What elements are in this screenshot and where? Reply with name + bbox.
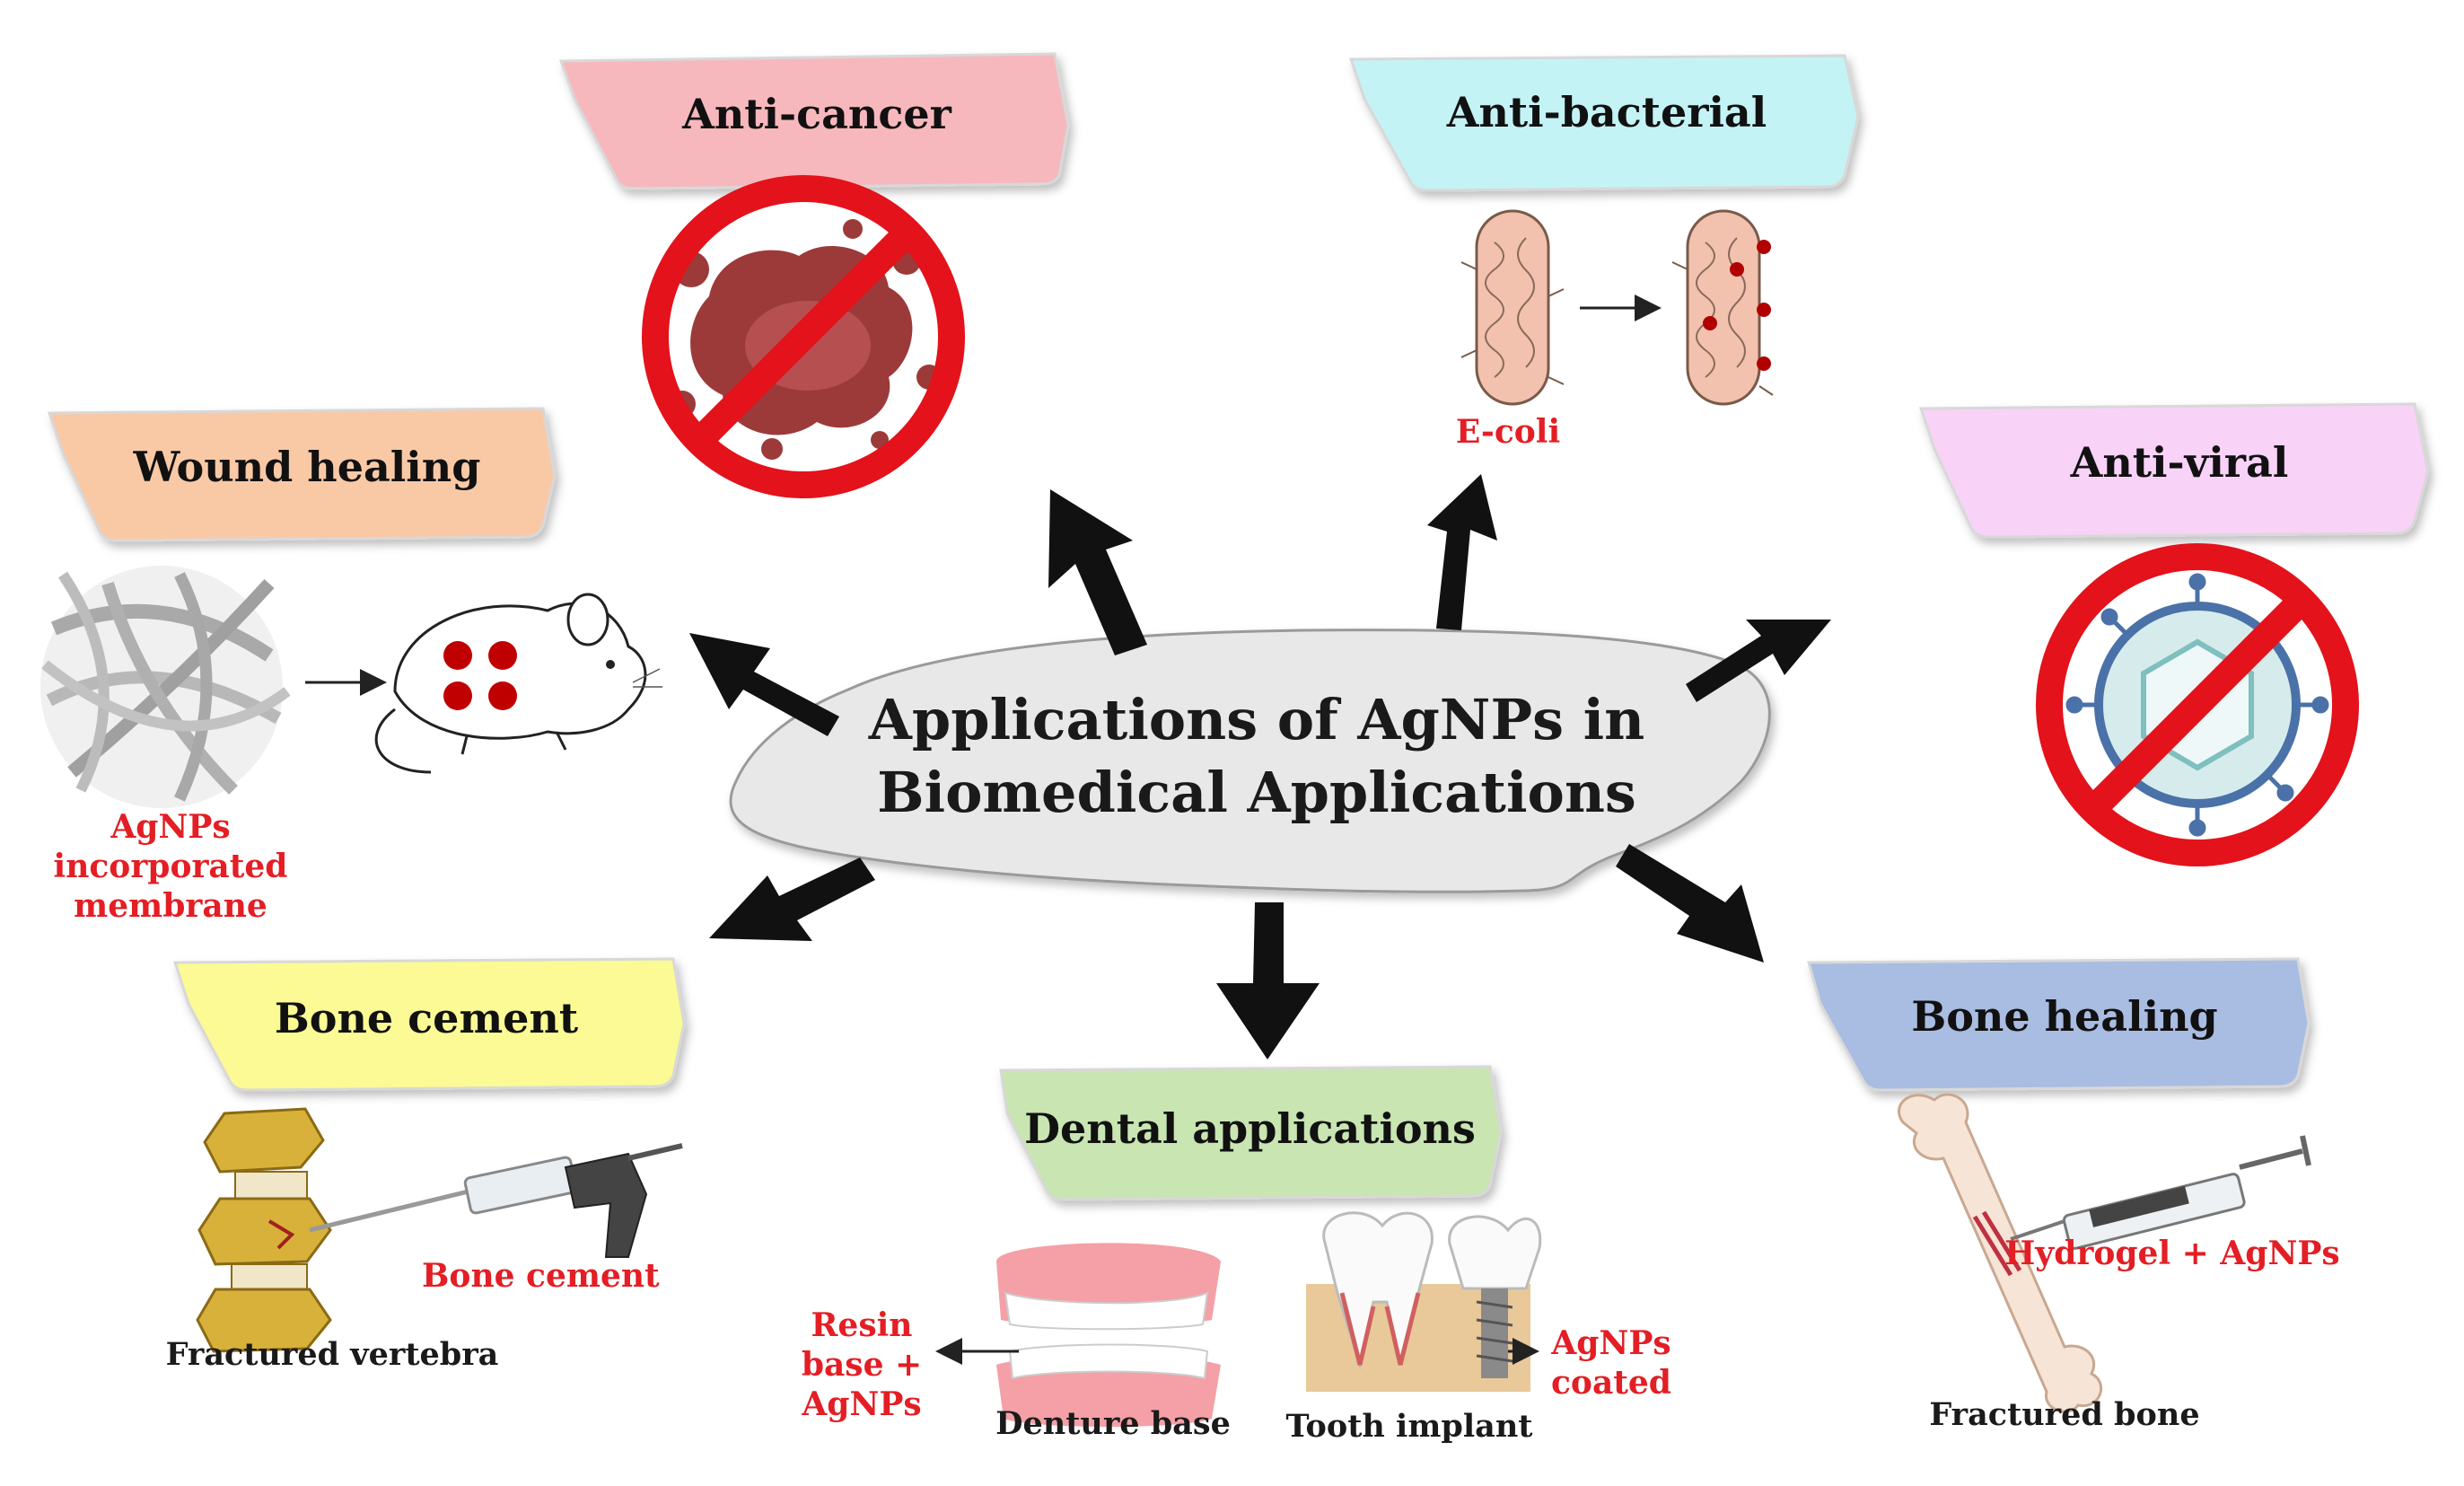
- resin-base-label: Resin base + AgNPs: [790, 1306, 934, 1425]
- membrane-label-line-2: incorporated: [53, 847, 288, 885]
- tooth-implant-icon: [1306, 1211, 1542, 1392]
- hydrogel-agnps-label: Hydrogel + AgNPs: [2004, 1235, 2340, 1272]
- wound-healing-box: [47, 407, 557, 542]
- rat-icon: [374, 593, 662, 774]
- center-title-line-2: Biomedical Applications: [877, 759, 1636, 825]
- agnps-coated-label: AgNPs coated: [1535, 1324, 1688, 1403]
- vertebra-icon: [196, 1107, 332, 1353]
- ecoli-label: E-coli: [1455, 413, 1561, 451]
- membrane-label-line-1: AgNPs: [110, 808, 231, 846]
- denture-base-label: Denture base: [995, 1405, 1231, 1442]
- dental-applications-box: [999, 1065, 1503, 1201]
- arrow-to-wound-healing: [689, 633, 839, 736]
- agnps-coated-line-2: coated: [1551, 1363, 1671, 1402]
- bone-healing-box: [1807, 957, 2311, 1092]
- bone-cement-annotation: Bone cement: [422, 1257, 660, 1295]
- denture-icon: [996, 1243, 1221, 1427]
- anti-bacterial-box: [1348, 54, 1860, 192]
- wound-healing-label: Wound healing: [133, 443, 481, 491]
- center-title-line-1: Applications of AgNPs in: [868, 687, 1645, 752]
- hydrogel-syringe-icon: [2010, 1135, 2311, 1250]
- arrow-to-dental: [1216, 902, 1320, 1060]
- arrow-to-bone-cement: [709, 857, 875, 941]
- arrow-to-bone-healing: [1616, 844, 1764, 963]
- bone-cement-box: [172, 957, 686, 1092]
- fractured-vertebra-label: Fractured vertebra: [165, 1336, 499, 1373]
- arrow-to-anti-cancer: [1048, 489, 1147, 655]
- anti-cancer-label: Anti-cancer: [682, 90, 951, 138]
- arrow-to-anti-viral: [1686, 620, 1831, 702]
- nanofiber-membrane-icon: [40, 566, 291, 808]
- bone-cement-label: Bone cement: [274, 994, 579, 1042]
- dental-applications-label: Dental applications: [1024, 1104, 1476, 1153]
- cement-injector-icon: [309, 1143, 683, 1258]
- tooth-implant-label: Tooth implant: [1285, 1408, 1533, 1445]
- resin-label-line-3: AgNPs: [802, 1385, 922, 1423]
- arrow-to-anti-bacterial: [1427, 474, 1497, 630]
- fractured-bone-label: Fractured bone: [1929, 1396, 2200, 1433]
- membrane-label-line-3: membrane: [74, 886, 267, 925]
- prohibition-sign-cancer-icon: [642, 175, 965, 498]
- bacterium-icon: [1460, 209, 1565, 406]
- center-cloud: [729, 629, 1771, 893]
- anti-viral-box: [1918, 402, 2430, 539]
- membrane-label: AgNPs incorporated membrane: [36, 808, 305, 927]
- resin-label-line-2: base +: [801, 1345, 923, 1384]
- anti-viral-label: Anti-viral: [2070, 438, 2289, 487]
- anti-bacterial-label: Anti-bacterial: [1446, 88, 1767, 136]
- anti-cancer-box: [558, 52, 1070, 190]
- resin-label-line-1: Resin: [811, 1306, 913, 1344]
- prohibition-sign-virus-icon: [2036, 543, 2359, 866]
- agnps-coated-line-1: AgNPs: [1551, 1324, 1671, 1362]
- bone-healing-label: Bone healing: [1911, 992, 2218, 1041]
- bacterium-with-agnps-icon: [1671, 209, 1774, 406]
- bone-icon: [1897, 1093, 2103, 1413]
- center-title: Applications of AgNPs in Biomedical Appl…: [808, 684, 1706, 829]
